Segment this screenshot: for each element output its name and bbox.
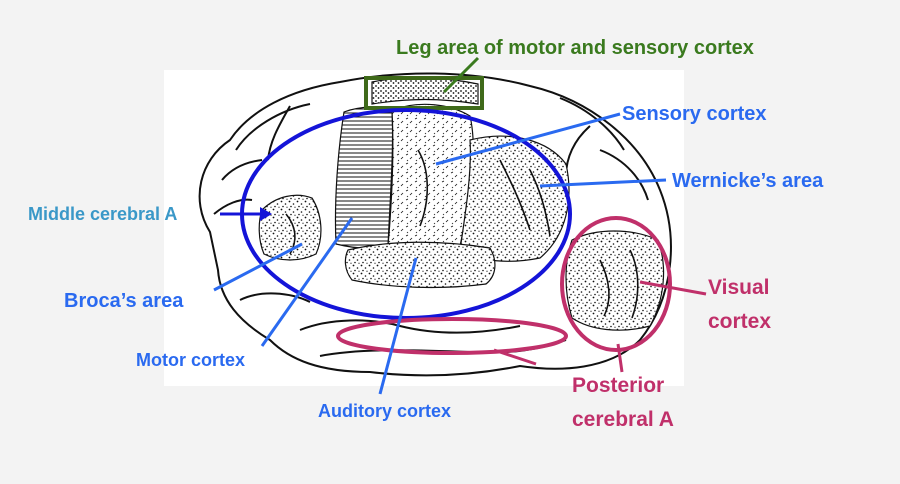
wernicke-region	[459, 135, 570, 262]
auditory-region	[344, 241, 496, 289]
label-posterior-cerebral-2: cerebral A	[572, 408, 674, 431]
pointer-lines	[213, 56, 707, 395]
label-wernickes-area: Wernicke’s area	[672, 170, 824, 192]
label-visual-cortex-2: cortex	[708, 310, 771, 333]
label-sensory-cortex: Sensory cortex	[622, 103, 767, 125]
label-leg-area: Leg area of motor and sensory cortex	[396, 37, 754, 59]
broca-region	[258, 194, 322, 261]
label-auditory-cortex: Auditory cortex	[318, 401, 451, 421]
label-brocas-area: Broca’s area	[64, 290, 184, 312]
visual-region	[565, 230, 665, 331]
posterior-cerebral-ellipse	[336, 317, 568, 355]
gyri-lines	[285, 149, 639, 319]
sensory-cortex-region	[387, 103, 474, 250]
label-posterior-cerebral-1: Posterior	[572, 374, 664, 397]
label-middle-cerebral-a: Middle cerebral A	[28, 204, 177, 224]
leg-area-region	[371, 77, 479, 105]
label-motor-cortex: Motor cortex	[136, 350, 245, 370]
visual-cortex-ellipse	[560, 216, 672, 352]
label-visual-cortex-1: Visual	[708, 276, 769, 299]
leg-area-box	[364, 76, 484, 110]
